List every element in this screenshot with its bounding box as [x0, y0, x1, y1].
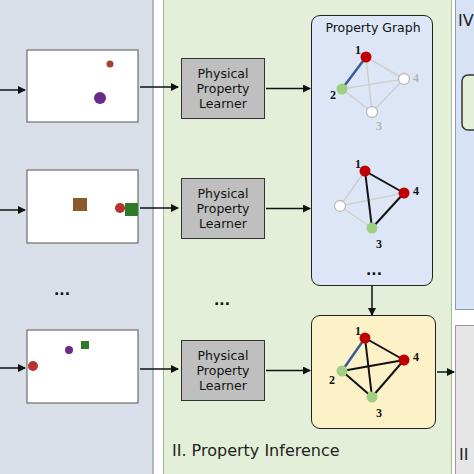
scene-ball [65, 346, 73, 354]
box-label: Physical Property Learner [182, 186, 264, 231]
vertex-number: 4 [413, 350, 419, 365]
vertex-number: 2 [329, 373, 335, 388]
flow-arrow [266, 88, 310, 90]
scene-cube [81, 341, 89, 349]
process-box: Physical Property Learner [181, 340, 265, 401]
process-box: Physical Property Learner [181, 178, 265, 239]
ellipsis: ... [366, 262, 382, 278]
scene-ball [115, 203, 125, 213]
box-label: Physical Property Learner [182, 348, 264, 393]
scene-ball [107, 61, 114, 68]
vertex-number: 1 [355, 324, 361, 339]
scene-ball [28, 361, 38, 371]
input-arrow [0, 209, 25, 211]
vertex-number: 1 [355, 43, 361, 58]
panel-title: II. Property Inference [172, 441, 340, 460]
result-graph-box: 1 4 2 3 [311, 315, 436, 429]
flow-arrow [266, 208, 310, 210]
panel-title: IV [458, 11, 474, 30]
box-label: Physical Property Learner [182, 66, 264, 111]
vertex-number: 4 [413, 71, 419, 86]
stage-panel: IV [455, 0, 474, 310]
stage-panel: II. Property Inference Physical Property … [163, 0, 452, 474]
graph-box: Property Graph 1 2 4 3 1 4 3... [311, 15, 433, 286]
vertex-number: 2 [330, 88, 336, 103]
vertex-number: 4 [413, 184, 419, 199]
process-box: Physical Property Learner [181, 58, 265, 119]
stage-panel: II [455, 325, 474, 474]
vertex-number: 1 [355, 157, 361, 172]
flow-arrow [266, 370, 310, 372]
flow-arrow [437, 371, 454, 373]
scene-ball [94, 92, 106, 104]
box-title: Property Graph [325, 20, 420, 35]
scene-cube [73, 198, 87, 211]
ellipsis: ... [54, 282, 70, 298]
vertex-number: 3 [376, 406, 382, 421]
vertex-number: 3 [376, 119, 382, 134]
panel-title: II [459, 445, 468, 464]
scene-frame [27, 330, 138, 403]
scene-frame [27, 50, 138, 122]
flow-arrow [371, 286, 373, 315]
vertex-number: 3 [376, 237, 382, 252]
scene-frame [27, 170, 138, 243]
input-arrow [0, 89, 25, 91]
scene-cube [125, 203, 138, 216]
scene-panel [0, 0, 153, 474]
input-arrow [0, 367, 25, 369]
